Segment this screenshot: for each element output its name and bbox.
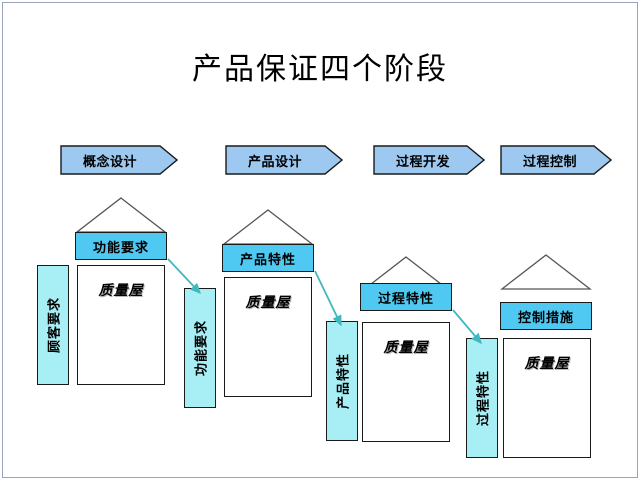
connector-2-to-3 <box>314 270 342 327</box>
house-side-label: 顾客要求 <box>47 296 63 354</box>
house-header-2[interactable]: 产品特性 <box>222 244 314 272</box>
house-header-3[interactable]: 过程特性 <box>360 283 452 311</box>
house-header-label: 控制措施 <box>517 310 574 326</box>
house-side-1[interactable]: 顾客要求 <box>37 265 69 385</box>
house-side-label: 功能要求 <box>194 319 210 377</box>
phase-arrow-shape <box>373 145 485 175</box>
phase-arrow-label: 产品设计 <box>247 154 302 170</box>
house-header-label: 功能要求 <box>92 240 149 256</box>
house-body-label: 质量屋 <box>524 356 570 372</box>
house-body-2[interactable]: 质量屋 <box>224 277 312 397</box>
phase-arrow-1[interactable]: 概念设计 <box>60 145 178 175</box>
house-roof-2 <box>222 209 314 245</box>
house-side-label: 过程特性 <box>476 369 492 427</box>
house-side-2[interactable]: 功能要求 <box>184 288 216 408</box>
phase-arrow-4[interactable]: 过程控制 <box>500 145 612 175</box>
phase-arrow-shape <box>500 145 612 175</box>
house-header-1[interactable]: 功能要求 <box>75 232 167 260</box>
house-header-label: 过程特性 <box>377 291 434 307</box>
house-body-3[interactable]: 质量屋 <box>362 322 450 442</box>
house-roof-1 <box>75 197 167 233</box>
house-body-1[interactable]: 质量屋 <box>77 265 165 385</box>
phase-arrow-label: 概念设计 <box>82 154 137 170</box>
house-body-label: 质量屋 <box>383 340 429 356</box>
house-side-4[interactable]: 过程特性 <box>466 338 498 458</box>
phase-arrow-3[interactable]: 过程开发 <box>373 145 485 175</box>
house-header-label: 产品特性 <box>239 252 296 268</box>
house-side-label: 产品特性 <box>336 352 352 410</box>
house-body-4[interactable]: 质量屋 <box>503 338 591 458</box>
house-body-label: 质量屋 <box>98 283 144 299</box>
phase-arrow-label: 过程开发 <box>395 154 450 170</box>
phase-arrow-2[interactable]: 产品设计 <box>225 145 343 175</box>
house-header-4[interactable]: 控制措施 <box>500 302 592 330</box>
phase-arrow-shape <box>60 145 178 175</box>
house-body-label: 质量屋 <box>245 295 291 311</box>
house-roof-4 <box>500 254 592 290</box>
phase-arrow-shape <box>225 145 343 175</box>
house-side-3[interactable]: 产品特性 <box>326 321 358 441</box>
page-title: 产品保证四个阶段 <box>192 52 448 87</box>
phase-arrow-label: 过程控制 <box>522 154 577 170</box>
